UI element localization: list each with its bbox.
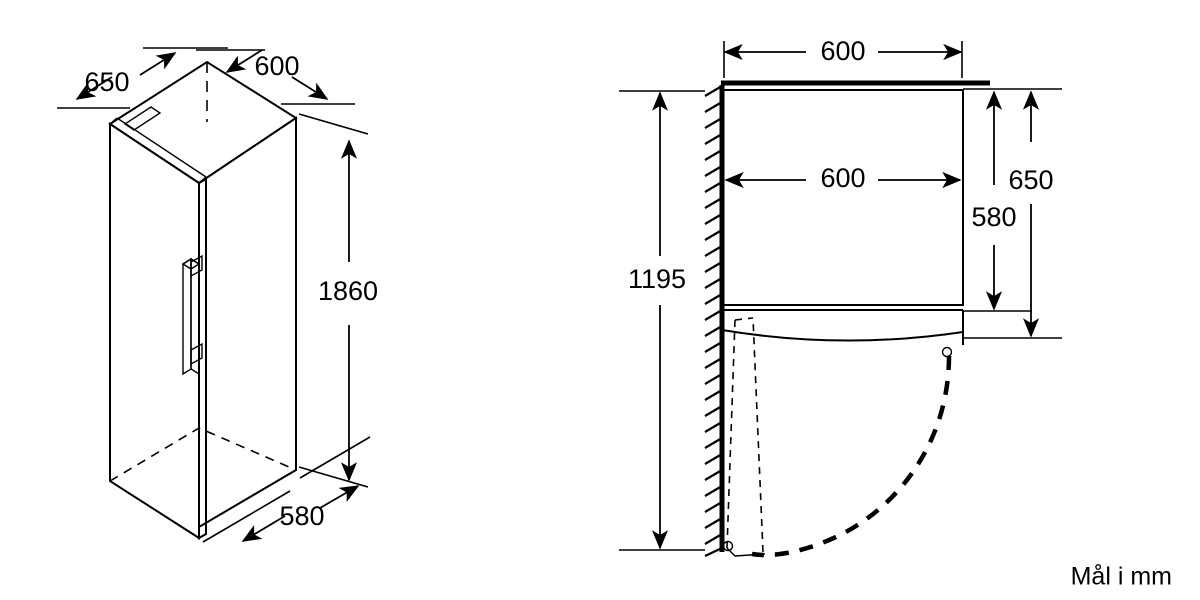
dimension-580-iso: 580 (202, 436, 371, 543)
dim-600-arrow-left (225, 49, 263, 73)
dimension-1860-iso: 1860 (298, 113, 378, 488)
dimension-label-650-top: 650 (1008, 165, 1053, 195)
dimension-650-iso: 650 (57, 47, 228, 109)
dimension-600-top-overall: 600 (723, 36, 963, 78)
door-top-edge-cap-left (109, 117, 118, 125)
dimension-label-580-top: 580 (971, 202, 1016, 232)
dimension-label-600-top-overall: 600 (820, 36, 865, 66)
dim-650-arrow-lower (75, 76, 113, 100)
ext-1860-top (298, 113, 369, 135)
dimension-label-600-cabinet: 600 (820, 163, 865, 193)
dim-580-arrow-left (241, 515, 286, 542)
dimension-580-top: 580 (963, 88, 1062, 312)
dimension-label-600-iso: 600 (254, 51, 299, 81)
ext-1860-bottom (298, 466, 369, 488)
dimension-label-650-iso: 650 (84, 67, 129, 97)
dim-580-arrow-right (319, 485, 360, 509)
ext-580-left (202, 490, 291, 543)
cabinet-door-face (109, 122, 200, 540)
dimension-label-1860-iso: 1860 (318, 276, 378, 306)
ghost-door-top-cap (734, 317, 754, 321)
isometric-appliance-view: 650 600 1860 580 (57, 47, 378, 543)
dimension-650-top: 650 (963, 90, 1062, 339)
dimension-600-cabinet: 600 (724, 163, 962, 193)
cabinet-right-side-face (198, 116, 297, 529)
dim-600-arrow-right (291, 76, 329, 100)
handle-mount-top (190, 254, 203, 278)
door-top-edge-line (109, 123, 200, 184)
dimension-1195: 1195 (619, 90, 705, 551)
dimension-600-iso: 600 (196, 49, 355, 105)
dimension-label-1195: 1195 (628, 264, 686, 294)
top-control-recess (123, 106, 162, 131)
dim-650-arrow-upper (139, 52, 177, 76)
units-note: Mål i mm (1071, 563, 1172, 591)
door-top-edge-cap-right (198, 176, 207, 184)
door-bottom-curve (721, 329, 964, 342)
top-plan-door-swing-view: 600 600 1195 580 650 (619, 36, 1062, 558)
ghost-door-outer-edge (752, 317, 764, 553)
door-swing-arc (751, 355, 952, 558)
dimension-label-580-iso: 580 (279, 501, 324, 531)
ext-580-right-upper (299, 436, 371, 479)
